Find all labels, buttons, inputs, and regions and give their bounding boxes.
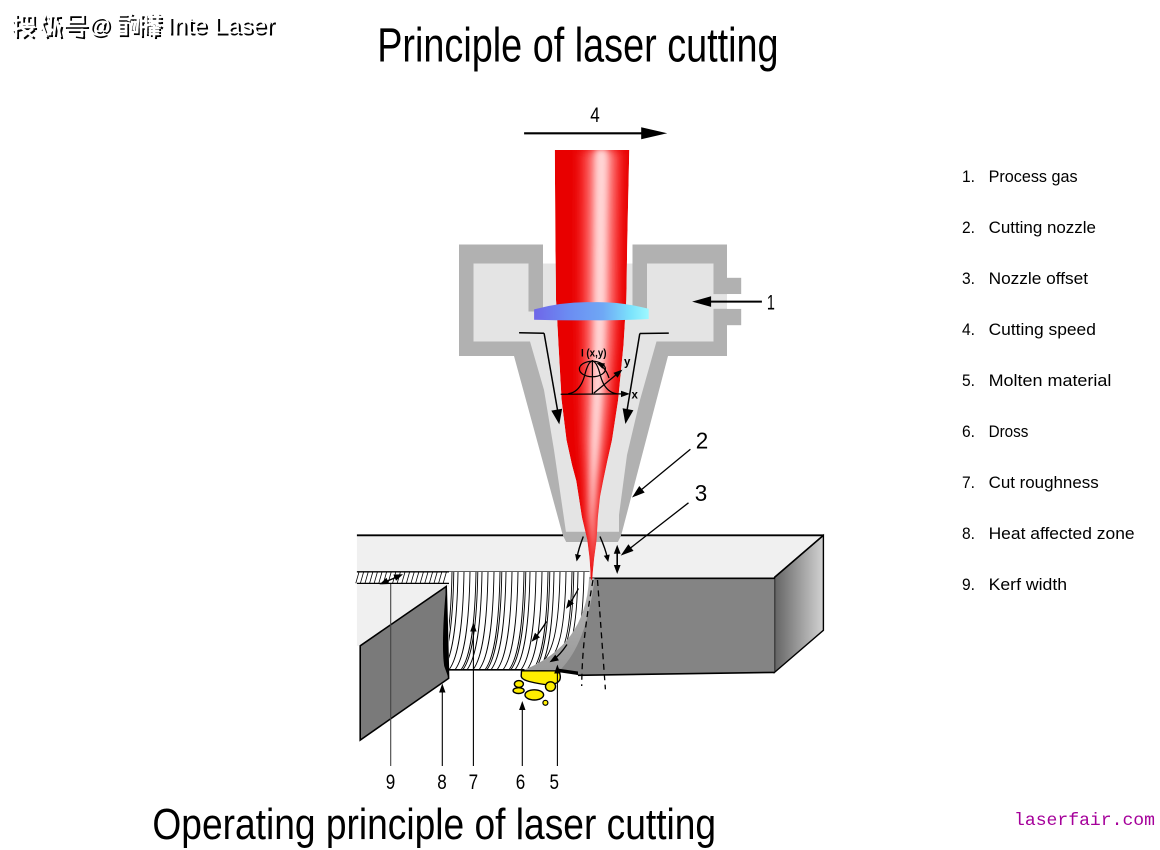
svg-text:4: 4 bbox=[590, 104, 600, 127]
svg-text:3.: 3. bbox=[962, 270, 975, 288]
svg-text:@: @ bbox=[91, 15, 112, 40]
svg-text:9: 9 bbox=[386, 771, 396, 794]
svg-text:5.: 5. bbox=[962, 372, 975, 390]
svg-text:1.: 1. bbox=[962, 168, 975, 186]
svg-text:Dross: Dross bbox=[989, 423, 1029, 441]
svg-text:2.: 2. bbox=[962, 219, 975, 237]
svg-text:x: x bbox=[632, 389, 639, 401]
svg-text:6.: 6. bbox=[962, 423, 975, 441]
svg-text:Operating principle of laser c: Operating principle of laser cutting bbox=[152, 800, 716, 849]
svg-text:Nozzle offset: Nozzle offset bbox=[989, 270, 1089, 288]
svg-text:Kerf width: Kerf width bbox=[989, 576, 1068, 594]
svg-text:laserfair.com: laserfair.com bbox=[1014, 811, 1155, 831]
svg-text:9.: 9. bbox=[962, 576, 975, 594]
svg-text:Cutting speed: Cutting speed bbox=[989, 321, 1096, 339]
svg-text:@: @ bbox=[89, 13, 110, 38]
svg-text:Cut roughness: Cut roughness bbox=[989, 474, 1099, 492]
svg-text:6: 6 bbox=[516, 771, 526, 794]
svg-text:8.: 8. bbox=[962, 525, 975, 543]
svg-text:Process gas: Process gas bbox=[989, 168, 1078, 186]
svg-text:Heat affected zone: Heat affected zone bbox=[989, 525, 1135, 543]
svg-text:Inte Laser: Inte Laser bbox=[169, 14, 276, 41]
svg-text:8: 8 bbox=[437, 771, 447, 794]
svg-text:Principle of laser cutting: Principle of laser cutting bbox=[377, 20, 778, 73]
svg-text:y: y bbox=[624, 357, 631, 369]
svg-text:1: 1 bbox=[767, 292, 775, 315]
svg-text:4.: 4. bbox=[962, 321, 975, 339]
svg-text:7.: 7. bbox=[962, 474, 975, 492]
svg-text:5: 5 bbox=[549, 771, 559, 794]
svg-text:I (x,y): I (x,y) bbox=[581, 348, 607, 360]
svg-text:Inte Laser: Inte Laser bbox=[167, 12, 274, 39]
svg-text:7: 7 bbox=[469, 771, 479, 794]
svg-text:Molten material: Molten material bbox=[989, 372, 1112, 390]
svg-text:2: 2 bbox=[696, 428, 709, 454]
svg-text:3: 3 bbox=[695, 480, 708, 506]
svg-text:Cutting nozzle: Cutting nozzle bbox=[989, 219, 1096, 237]
